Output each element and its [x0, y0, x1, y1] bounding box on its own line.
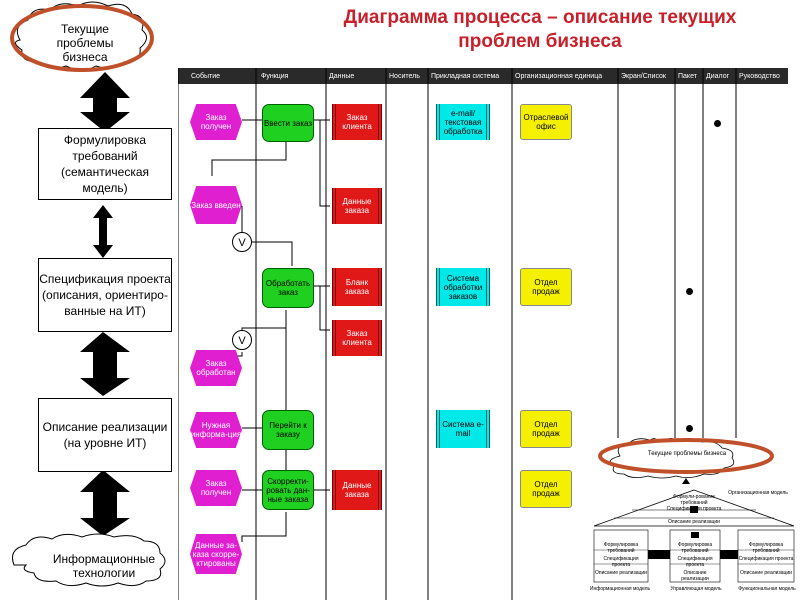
col-header-dialog: Диалог [706, 73, 730, 80]
event-needed-info: Нужная информа-ция [190, 412, 242, 448]
function-process-order: Обработать заказ [262, 268, 314, 308]
col-header-carrier: Носитель [389, 73, 420, 80]
col-header-function: Функция [261, 73, 289, 80]
arrow-1 [80, 72, 130, 132]
data-customer-order: Заказ клиента [332, 104, 382, 140]
aris-house-inset [588, 438, 800, 600]
org-branch-office: Отраслевой офис [520, 104, 572, 140]
inset-cloud-label: Текущие проблемы бизнеса [647, 451, 727, 457]
dialog-dot-1 [714, 120, 721, 127]
col-header-data: Данные [329, 73, 355, 80]
inset-right-3: Описание реализации [740, 570, 792, 576]
inset-left-pillar [593, 529, 649, 583]
header-bar [178, 68, 788, 84]
col-header-manual: Руководство [739, 73, 780, 80]
event-order-received: Заказ получен [190, 104, 242, 140]
box-specification: Спецификация проекта (описания, ориентир… [38, 258, 172, 332]
inset-top-1: Формули-рование требований [673, 494, 715, 506]
data-order-data: Данные заказа [332, 188, 382, 224]
col-header-screen: Экран/Список [621, 73, 666, 80]
cloud-bottom-label: Информационные технологии [52, 552, 156, 580]
xor-connector-2: V [232, 330, 252, 350]
org-sales-dept: Отдел продаж [520, 268, 572, 306]
arrow-4 [80, 470, 130, 536]
dialog-dot-3 [686, 425, 693, 432]
event-order-corrected: Данные за-каза скорре-ктированы [190, 534, 242, 574]
column-dividers [178, 68, 737, 600]
inset-left-1: Формулировка требований [603, 542, 639, 554]
inset-org-model-label: Организационная модель [728, 490, 788, 496]
col-header-app-system: Прикладная система [431, 73, 500, 80]
inset-mid-1: Формулировка требований [677, 542, 713, 554]
function-go-to-order: Перейти к заказу [262, 410, 314, 450]
inset-mid-pillar [669, 529, 721, 583]
arrow-3 [80, 332, 130, 396]
function-enter-order: Ввести заказ [262, 104, 314, 142]
inset-mid-3: Описание реализации [681, 570, 709, 582]
process-grid [178, 68, 788, 600]
arrow-2 [93, 205, 113, 258]
inset-control-model-label: Управляющая модель [670, 586, 722, 592]
org-sales-dept-2: Отдел продаж [520, 410, 572, 448]
inset-top-2: Спецификация проекта [666, 506, 722, 512]
data-customer-order-2: Заказ клиента [332, 320, 382, 356]
inset-info-model-label: Информационная модель [589, 586, 651, 592]
box-implementation: Описание реализации (на уровне ИТ) [38, 398, 172, 472]
system-order-processing: Система обработки заказов [436, 268, 490, 306]
data-order-form: Бланк заказа [332, 268, 382, 306]
box-requirements: Формулировка требований (семантическая м… [38, 128, 172, 200]
inset-right-2: Спецификация проекта [738, 556, 794, 562]
inset-cloud-highlight [598, 438, 774, 474]
org-sales-dept-3: Отдел продаж [520, 470, 572, 508]
event-order-processed: Заказ обработан [190, 350, 242, 386]
inset-right-1: Формулировка требований [748, 542, 784, 554]
inset-function-model-label: Функциональная модель [738, 586, 796, 592]
col-header-package: Пакет [678, 73, 697, 80]
inset-top-3: Описание реализации [668, 519, 720, 525]
cloud-top-highlight [10, 4, 154, 72]
inset-right-pillar [737, 529, 795, 583]
cloud-bottom-shape [12, 533, 166, 587]
slide-title: Диаграмма процесса – описание текущих пр… [343, 7, 737, 52]
function-correct-order: Скорректи-ровать дан-ные заказа [262, 470, 314, 510]
left-graphics [10, 1, 166, 587]
system-email: Система e-mail [436, 410, 490, 448]
event-order-entered: Заказ введен [190, 186, 242, 224]
data-order-data-2: Данные заказа [332, 470, 382, 510]
xor-connector-1: V [232, 232, 252, 252]
col-header-org-unit: Организационная единица [515, 73, 603, 80]
cloud-top-label: Текущие проблемы бизнеса [56, 22, 114, 64]
inset-left-3: Описание реализации [595, 570, 647, 576]
dialog-dot-2 [686, 288, 693, 295]
inset-mid-2: Спецификация проекта [677, 556, 713, 568]
col-header-event: Событие [191, 73, 220, 80]
system-email-text: e-mail/ текстовая обработка [436, 104, 490, 140]
inset-left-2: Спецификация проекта [603, 556, 639, 568]
event-order-received-2: Заказ получен [190, 470, 242, 506]
